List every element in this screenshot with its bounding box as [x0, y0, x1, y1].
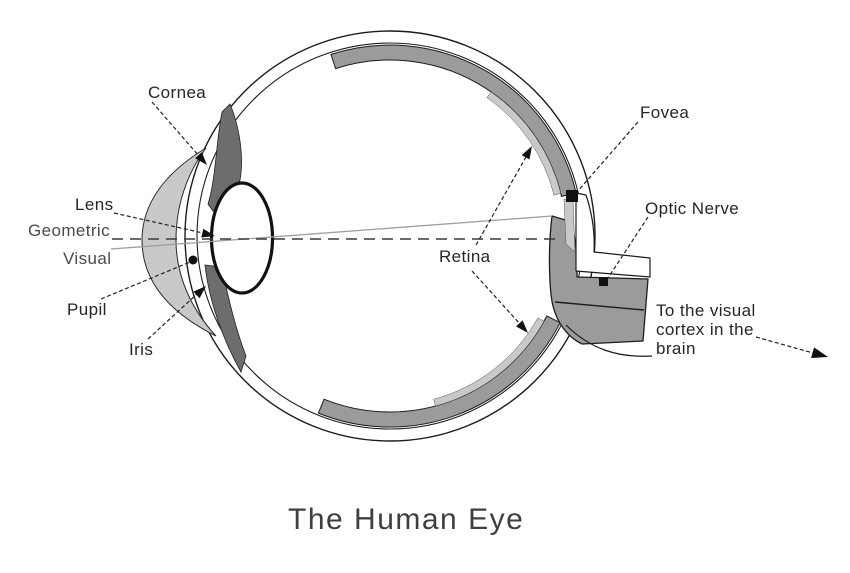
lens-shape	[209, 181, 275, 295]
retina-upper-arrowhead	[521, 146, 532, 160]
retina-inner-stripe-upper	[486, 91, 562, 196]
to-brain-arrowhead	[811, 347, 828, 358]
lens-arrowhead	[201, 228, 215, 238]
fovea-leader	[576, 121, 639, 193]
diagram-title: The Human Eye	[288, 503, 525, 536]
label-lens: Lens	[75, 195, 114, 214]
optic-nerve-divider-line	[554, 301, 645, 311]
retina-inner-stripe-lower	[433, 317, 545, 407]
pupil-leader	[100, 261, 191, 300]
label-to-brain: To the visual cortex in the brain	[656, 301, 756, 358]
label-visual-axis: Visual	[63, 249, 112, 268]
retina-leader-upper	[475, 156, 527, 246]
visual-axis-line	[110, 215, 553, 250]
label-to-brain-line2: cortex in the	[656, 320, 754, 339]
label-retina: Retina	[439, 247, 491, 266]
pupil-marker-dot	[188, 255, 198, 265]
cornea-arrowhead	[195, 152, 207, 165]
cornea-shape	[141, 147, 217, 337]
label-cornea: Cornea	[148, 83, 207, 102]
optic-nerve-marker-square	[599, 277, 608, 286]
to-brain-leader	[755, 336, 814, 354]
label-to-brain-line1: To the visual	[656, 301, 756, 320]
label-geometric-axis: Geometric	[28, 221, 111, 240]
iris-leader	[147, 293, 198, 340]
label-optic-nerve: Optic Nerve	[645, 199, 740, 218]
iris-lower	[204, 264, 247, 373]
optic-nerve-body	[548, 215, 649, 345]
optic-nerve-channel	[575, 192, 651, 278]
retina-lower-arrowhead	[516, 320, 528, 333]
lens-leader	[113, 212, 204, 234]
label-pupil: Pupil	[67, 300, 107, 319]
retina-leader-lower	[471, 270, 521, 325]
leader-lines	[100, 101, 814, 354]
cornea-leader	[151, 101, 200, 157]
label-to-brain-line3: brain	[656, 339, 696, 358]
iris-arrowhead	[193, 286, 206, 299]
arrowheads	[193, 146, 828, 358]
label-iris: Iris	[129, 340, 154, 359]
sclera-tail-outline	[565, 324, 653, 357]
fovea-marker-square	[566, 190, 578, 202]
label-fovea: Fovea	[640, 103, 690, 122]
optic-nerve-leader	[607, 216, 649, 279]
